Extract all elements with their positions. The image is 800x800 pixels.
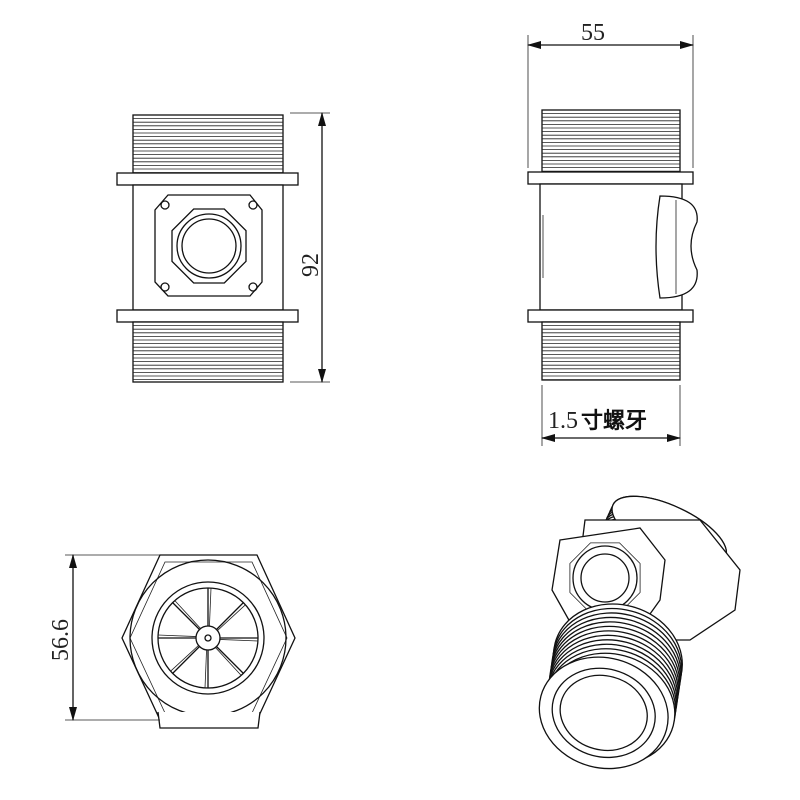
- impeller-blade: [216, 602, 244, 630]
- isometric-view: [538, 495, 741, 770]
- length-label: 92: [298, 253, 324, 277]
- impeller-blade: [172, 646, 200, 674]
- hex-label: 56.6: [48, 619, 74, 661]
- sensor-fitting: [154, 194, 263, 297]
- sensor-bump: [655, 195, 698, 299]
- flange-bottom: [527, 309, 694, 323]
- front-view: 92: [116, 112, 330, 383]
- thread-bottom: [541, 321, 681, 381]
- flange-top: [116, 172, 299, 186]
- flange-bottom: [116, 309, 299, 323]
- thread-top: [132, 114, 284, 174]
- thread-top: [541, 109, 681, 173]
- impeller-blade: [172, 602, 200, 630]
- impeller: [158, 588, 258, 688]
- impeller-blade: [216, 646, 244, 674]
- flange-top: [527, 171, 694, 185]
- end-view: 56.6: [48, 554, 296, 729]
- width-label: 55: [581, 20, 605, 46]
- thread-bottom: [132, 321, 284, 383]
